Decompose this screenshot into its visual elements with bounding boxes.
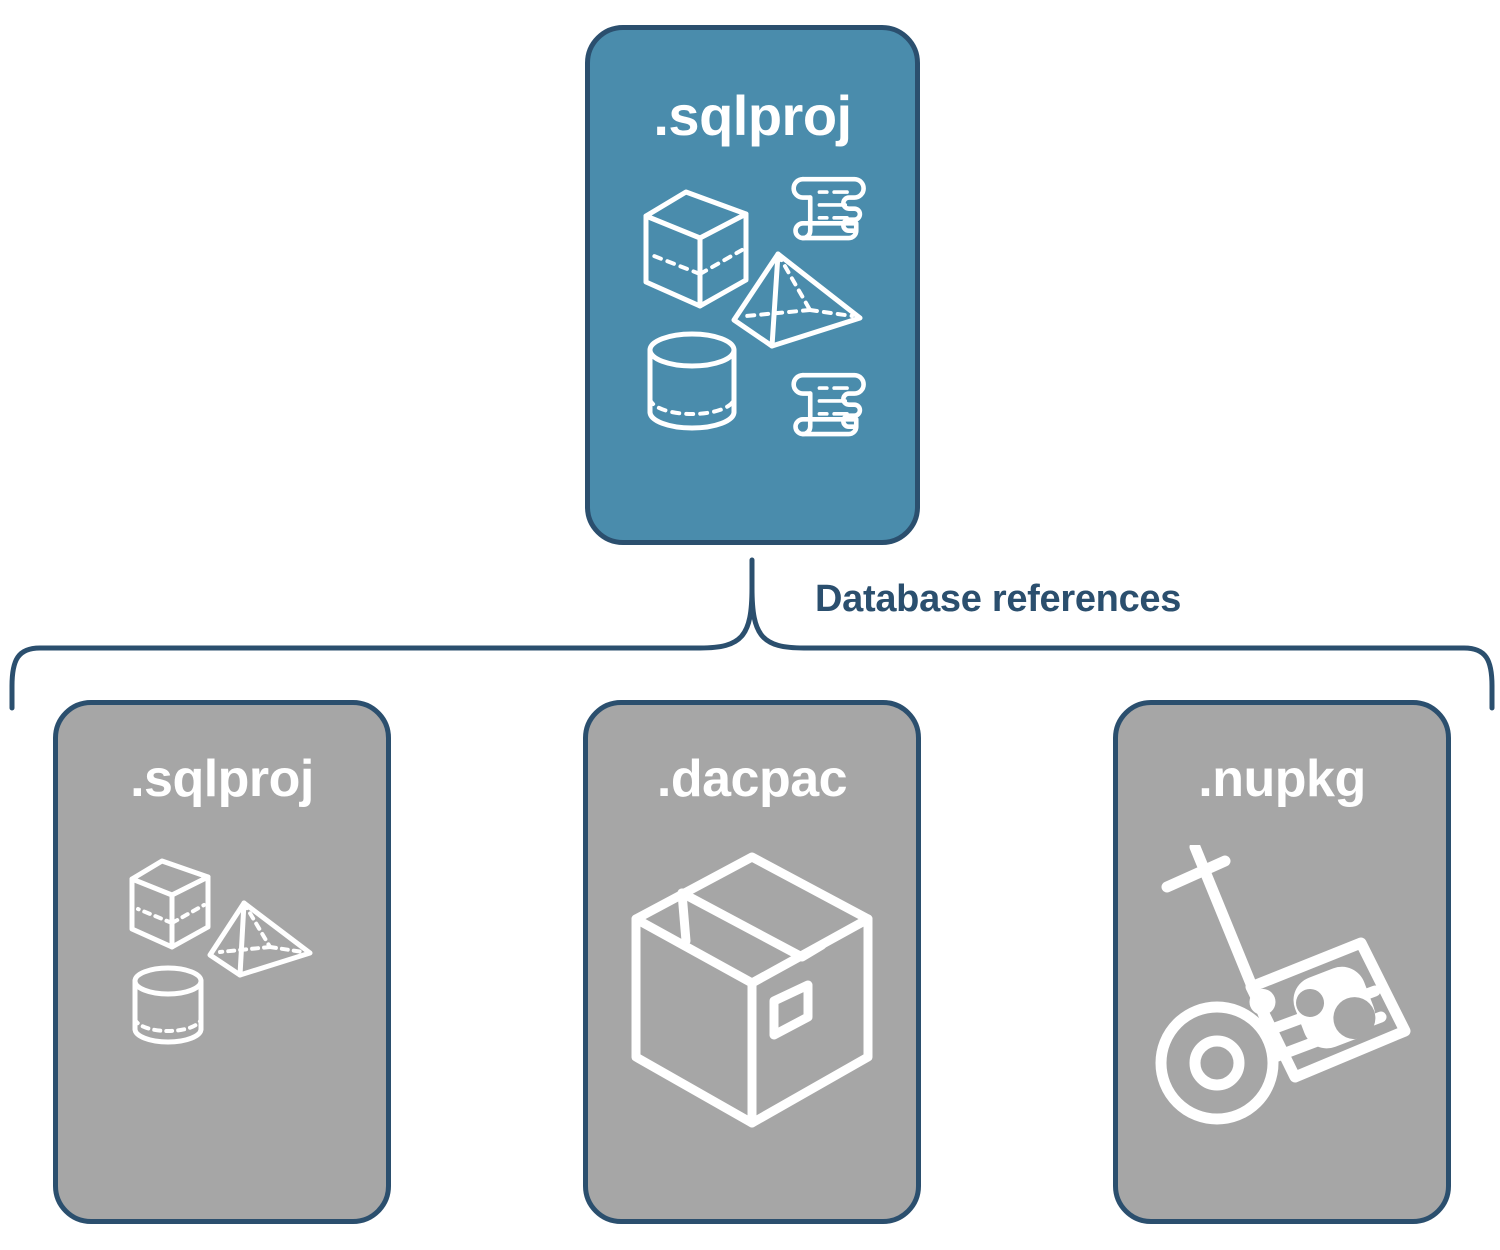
cylinder-wireframe-icon	[132, 965, 204, 1045]
connector-label: Database references	[815, 578, 1182, 620]
scroll-script-icon	[790, 372, 866, 437]
brace-left	[9, 585, 755, 711]
nuget-package-icon	[1245, 937, 1411, 1083]
card-title-root: .sqlproj	[653, 84, 852, 147]
card-reference-dacpac[interactable]: .dacpac	[583, 700, 921, 1224]
dacpac-box-artwork	[588, 845, 916, 1135]
shipping-box-icon	[631, 852, 873, 1128]
scroll-script-icon	[790, 176, 866, 241]
card-reference-sqlproj[interactable]: .sqlproj	[53, 700, 391, 1224]
cube-wireframe-icon	[129, 858, 211, 950]
card-title-nupkg: .nupkg	[1198, 750, 1366, 808]
card-root-sqlproj[interactable]: .sqlproj	[585, 25, 920, 545]
database-references-connector	[9, 557, 1495, 711]
cylinder-wireframe-icon	[647, 331, 736, 431]
pyramid-wireframe-icon	[207, 900, 313, 978]
card-reference-nupkg[interactable]: .nupkg	[1113, 700, 1451, 1224]
pyramid-wireframe-icon	[731, 251, 862, 349]
card-title-dacpac: .dacpac	[656, 750, 848, 808]
nupkg-handtruck-artwork	[1118, 845, 1446, 1145]
root-card-artwork	[590, 170, 915, 450]
card-title-sqlproj: .sqlproj	[130, 750, 314, 808]
cube-wireframe-icon	[643, 189, 748, 309]
sqlproj-shapes-artwork	[58, 845, 386, 1055]
